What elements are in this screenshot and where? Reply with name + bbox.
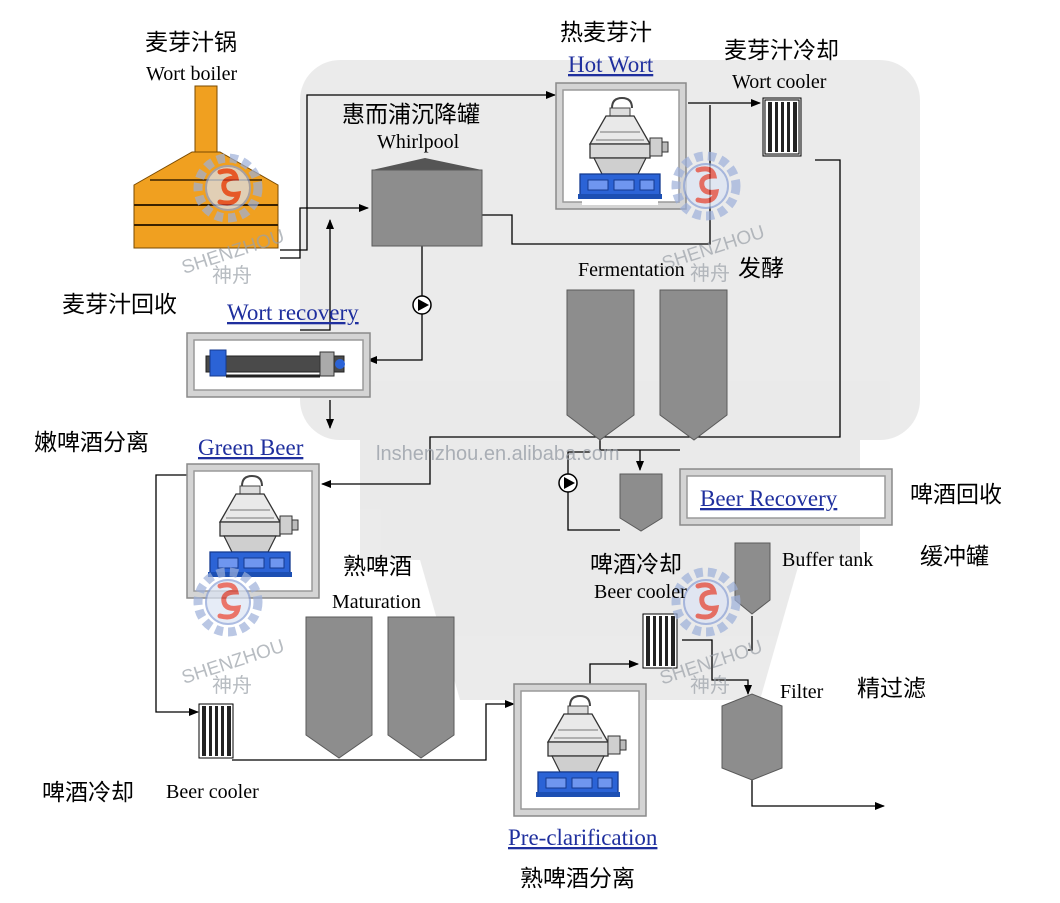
hot-wort-separator [555,82,687,210]
label-green-beer-zh: 嫩啤酒分离 [34,430,149,456]
pipe-preclar-to-cooler [589,660,639,684]
label-beer-cooler-left-zh: 啤酒冷却 [42,780,134,806]
pipe-recovery-return [300,219,334,331]
pipe-recovery-loop-a [567,492,620,531]
label-green-beer-en: Green Beer [198,435,304,460]
label-wort-boiler-en: Wort boiler [146,63,237,85]
label-maturation-en: Maturation [332,591,421,613]
label-wort-cooler-en: Wort cooler [732,71,827,93]
label-hot-wort-en: Hot Wort [568,52,654,77]
fermentation-tank-1 [566,289,635,441]
pump-whirlpool [412,295,432,315]
pipe-boiler-to-hotwort [280,91,556,251]
label-wort-recovery-en: Wort recovery [227,300,359,325]
label-beer-cooler-left-en: Beer cooler [166,781,259,803]
pipe-pump-to-recovery [367,314,423,364]
label-filter-zh: 精过滤 [857,676,926,702]
label-fermentation-en: Fermentation [578,259,685,281]
watermark-url: lnshenzhou.en.alibaba.com [376,443,620,465]
svg-text:神舟: 神舟 [690,674,730,697]
pipe-filter-outlet [751,780,885,810]
label-buffer-tank-zh: 缓冲罐 [920,544,989,570]
label-filter-en: Filter [780,681,824,703]
whirlpool-tank [371,158,483,247]
label-beer-recovery-zh: 啤酒回收 [910,482,1002,508]
pipe-ferment-to-recovery-tank [599,440,680,471]
label-beer-recovery-en: Beer Recovery [700,486,838,511]
svg-text:神舟: 神舟 [212,674,252,697]
label-beer-cooler-right-zh: 啤酒冷却 [590,552,682,578]
label-buffer-tank-en: Buffer tank [782,549,873,571]
beer-cooler-right [642,613,678,669]
label-hot-wort-zh: 热麦芽汁 [560,20,652,46]
maturation-tank-2 [387,616,455,759]
svg-text:神舟: 神舟 [212,264,252,287]
pre-clarification-separator [513,683,647,817]
filter-tank [721,693,783,781]
label-preclar-zh: 熟啤酒分离 [520,866,635,892]
wort-cooler [762,97,802,157]
svg-text:神舟: 神舟 [690,262,730,285]
pipe-boiler-to-whirlpool [280,204,369,259]
beer-recovery-box [679,468,893,526]
wort-boiler [133,85,279,249]
beer-recovery-tank [619,473,663,532]
label-whirlpool-zh: 惠而浦沉降罐 [342,102,480,128]
pipes [155,91,885,810]
label-fermentation-zh: 发酵 [738,256,784,282]
label-whirlpool-en: Whirlpool [377,131,460,153]
label-beer-cooler-right-en: Beer cooler [594,581,687,603]
pipe-buffer-to-filter [748,616,753,651]
label-wort-boiler-zh: 麦芽汁锅 [145,30,237,56]
beer-cooler-left [198,703,234,759]
wort-recovery-decanter [186,332,371,398]
label-preclar-en: Pre-clarification [508,825,658,850]
label-wort-recovery-zh: 麦芽汁回收 [62,292,177,318]
fermentation-tank-2 [659,289,728,441]
pipe-maturation-to-preclar [232,700,515,761]
label-maturation-zh: 熟啤酒 [343,554,412,580]
pump-recovery [558,473,578,493]
pipe-recovery-loop-b [567,451,590,474]
pipe-greenbeer-to-cooler [155,474,199,716]
label-wort-cooler-zh: 麦芽汁冷却 [724,38,839,64]
pipe-cooler-to-greenbeer [321,159,841,488]
maturation-tank-1 [305,616,373,759]
pipe-cooler-to-filter [682,639,752,695]
